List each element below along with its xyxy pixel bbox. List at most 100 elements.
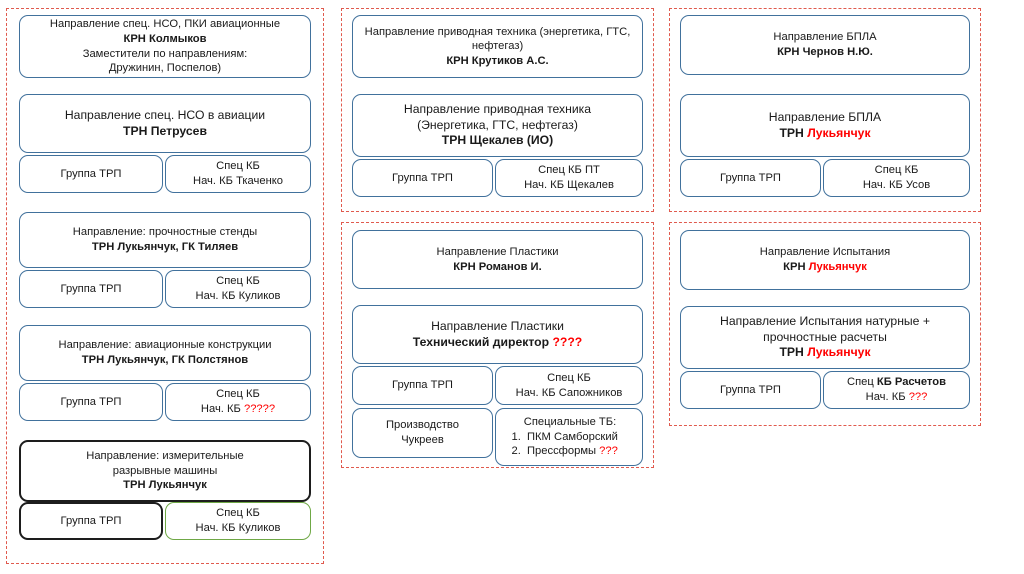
unknown-marker: ???? [552,334,583,349]
node-line: Направление: авиационные конструкции [58,339,272,352]
node-line: Заместители по направлениям: [82,47,248,60]
node-line: Нач. КБ Щекалев [524,179,614,191]
node-line: прочностные расчеты [763,329,887,344]
list-item: ПКМ Самборский [524,430,618,445]
special-tb-list: ПКМ Самборский Прессформы ??? [504,430,618,460]
node-line: ТРН Лукьянчук [779,125,871,140]
node-line: КРН Чернов Н.Ю. [777,46,873,58]
node-line: Спец КБ Расчетов [847,376,946,389]
node-line: КРН Романов И. [453,260,542,273]
node-line: Спец КБ [547,371,591,384]
node-line: Нач. КБ ??? [865,391,928,403]
node-krn-krutikov[interactable]: Направление приводная техника (энергетик… [352,15,643,78]
node-line: Группа ТРП [60,282,122,295]
node-spec-kb-raschetov[interactable]: Спец КБ Расчетов Нач. КБ ??? [823,371,970,409]
node-line: Направление спец. НСО в авиации [64,107,266,122]
node-trn-lukyanchuk-naturnye[interactable]: Направление Испытания натурные + прочнос… [680,306,970,369]
node-line: КРН Лукьянчук [783,261,867,273]
node-gruppa-trp-7[interactable]: Группа ТРП [680,159,821,197]
node-krn-kolmykov[interactable]: Направление спец. НСО, ПКИ авиационные К… [19,15,311,78]
node-line: Спец КБ [216,388,260,401]
node-trn-petrusev[interactable]: Направление спец. НСО в авиации ТРН Петр… [19,94,311,153]
group-left-spec-nso-pki [6,8,324,564]
node-line: Спец КБ [216,507,260,520]
node-line: Дружинин, Поспелов) [108,62,222,75]
node-tehnicheskiy-direktor[interactable]: Направление Пластики Технический директо… [352,305,643,364]
node-gruppa-trp-1[interactable]: Группа ТРП [19,155,163,193]
node-line: Направление: измерительные [86,450,244,463]
node-gruppa-trp-2[interactable]: Группа ТРП [19,270,163,308]
group-middle-plastiki [341,222,654,468]
node-gruppa-trp-5[interactable]: Группа ТРП [352,159,493,197]
node-proizvodstvo-chukreev[interactable]: Производство Чукреев [352,408,493,458]
highlight-name: Лукьянчук [808,261,867,273]
node-krn-lukyanchuk-ispytaniya[interactable]: Направление Испытания КРН Лукьянчук [680,230,970,290]
node-line: Спец КБ ПТ [538,164,600,177]
node-line: Группа ТРП [60,167,122,180]
node-spec-kb-kulikov-1[interactable]: Спец КБ Нач. КБ Куликов [165,270,311,308]
node-trn-schekalev[interactable]: Направление приводная техника (Энергетик… [352,94,643,157]
node-spec-kb-kulikov-2[interactable]: Спец КБ Нач. КБ Куликов [165,502,311,540]
node-gruppa-trp-3[interactable]: Группа ТРП [19,383,163,421]
node-line: (Энергетика, ГТС, нефтегаз) [417,117,578,132]
node-line: Группа ТРП [392,379,453,392]
node-line: Направление: прочностные стенды [72,226,258,239]
node-trn-lukyanchuk-tilyaev[interactable]: Направление: прочностные стенды ТРН Лукь… [19,212,311,268]
group-middle-privodnaya-tehnika [341,8,654,212]
node-line: Направление Испытания [759,246,891,259]
node-line: Группа ТРП [60,514,122,527]
node-line: Направление Испытания натурные + [720,313,930,328]
node-spec-kb-pt-schekalev[interactable]: Спец КБ ПТ Нач. КБ Щекалев [495,159,643,197]
node-line: Производство [386,419,459,432]
node-line: ТРН Щекалев (ИО) [441,133,554,148]
node-line: Направление Пластики [436,245,559,258]
node-line: Направление приводная техника [403,101,592,116]
node-line: Группа ТРП [392,171,453,184]
node-krn-romanov[interactable]: Направление Пластики КРН Романов И. [352,230,643,289]
node-trn-lukyanchuk-bpla[interactable]: Направление БПЛА ТРН Лукьянчук [680,94,970,157]
node-spec-kb-sapozhnikov[interactable]: Спец КБ Нач. КБ Сапожников [495,366,643,405]
node-spec-kb-usov[interactable]: Спец КБ Нач. КБ Усов [823,159,970,197]
node-line: Группа ТРП [720,171,781,184]
node-line: КРН Колмыков [123,32,207,45]
highlight-name: Лукьянчук [807,345,871,360]
node-specialnye-tb[interactable]: Специальные ТБ: ПКМ Самборский Прессформ… [495,408,643,466]
node-line: Нач. КБ Сапожников [515,386,623,399]
node-line: Направление спец. НСО, ПКИ авиационные [49,18,281,31]
node-line: ТРН Лукьянчук [779,345,871,360]
unknown-marker: ??? [908,391,928,403]
node-line: Технический директор ???? [412,334,583,349]
unknown-marker: ????? [243,403,276,415]
node-trn-lukyanchuk-izmeritelnye[interactable]: Направление: измерительные разрывные маш… [19,440,311,502]
node-line: Нач. КБ Ткаченко [193,175,283,187]
node-krn-chernov[interactable]: Направление БПЛА КРН Чернов Н.Ю. [680,15,970,75]
node-line: Чукреев [401,434,444,446]
node-line: Специальные ТБ: [523,415,617,428]
kb-raschetov-label: КБ Расчетов [876,376,946,389]
node-trn-lukyanchuk-polstyanov[interactable]: Направление: авиационные конструкции ТРН… [19,325,311,381]
group-right-bpla [669,8,981,212]
node-line: разрывные машины [112,464,218,477]
node-gruppa-trp-4[interactable]: Группа ТРП [19,502,163,540]
node-line: Направление Пластики [431,318,564,333]
node-line: ТРН Лукьянчук, ГК Полстянов [81,354,249,366]
node-line: ТРН Лукьянчук [123,479,207,492]
node-line: Нач. КБ Куликов [195,290,281,302]
node-gruppa-trp-8[interactable]: Группа ТРП [680,371,821,409]
node-line: Нач. КБ ????? [200,403,276,415]
node-gruppa-trp-6[interactable]: Группа ТРП [352,366,493,405]
node-spec-kb-unknown-1[interactable]: Спец КБ Нач. КБ ????? [165,383,311,421]
node-line: Спец КБ [874,164,919,177]
group-right-ispytaniya [669,222,981,426]
highlight-name: Лукьянчук [807,125,871,140]
node-line: Направление БПЛА [773,31,877,44]
node-line: Направление БПЛА [768,109,882,124]
node-spec-kb-tkachenko[interactable]: Спец КБ Нач. КБ Ткаченко [165,155,311,193]
node-line: Нач. КБ Куликов [195,522,281,534]
list-item: Прессформы ??? [524,444,618,459]
node-line: Нач. КБ Усов [862,179,931,191]
node-line: ТРН Петрусев [123,123,207,138]
node-line: Спец КБ [216,275,260,288]
node-line: ТРН Лукьянчук, ГК Тиляев [91,241,239,253]
